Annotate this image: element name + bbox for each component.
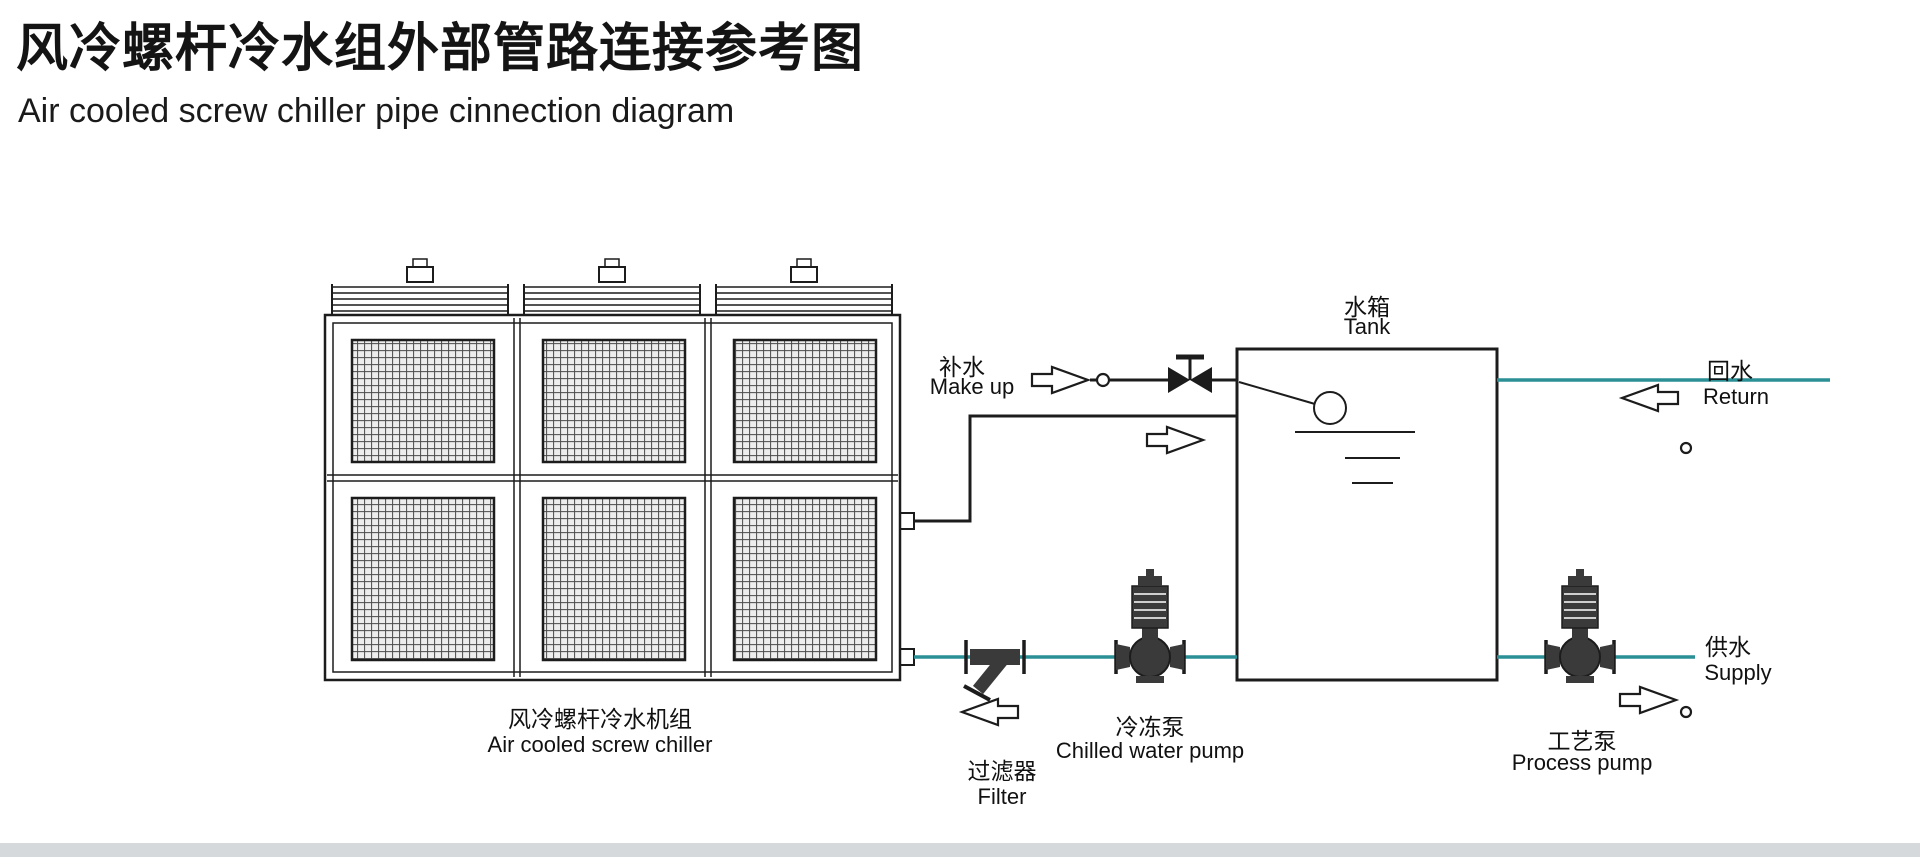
makeup-line	[1090, 354, 1237, 393]
chiller-unit	[323, 258, 915, 682]
fan-unit	[715, 258, 893, 314]
supply-flow-arrow-right-icon	[1618, 685, 1680, 715]
return-label-zh: 回水	[1707, 358, 1753, 384]
makeup-flow-arrow-right-icon	[1030, 365, 1092, 395]
supply-label-en: Supply	[1704, 660, 1772, 685]
float-valve	[1238, 381, 1415, 484]
chilled-pump-label-en: Chilled water pump	[1055, 738, 1245, 763]
return-label-en: Return	[1702, 384, 1770, 409]
return-flow-arrow-left-icon	[1618, 383, 1680, 413]
page-title-zh: 风冷螺杆冷水组外部管路连接参考图	[16, 20, 865, 78]
chilled-pump-label-zh: 冷冻泵	[1115, 714, 1185, 740]
fan-unit	[523, 258, 701, 314]
ball-valve	[1168, 354, 1212, 393]
process-pump-label-en: Process pump	[1511, 750, 1653, 775]
filter-label-zh: 过滤器	[967, 758, 1037, 784]
supply-label-zh: 供水	[1705, 634, 1751, 660]
tank-label-zh: 水箱	[1344, 294, 1390, 320]
footer-bar	[0, 843, 1920, 857]
filter-label-en: Filter	[977, 784, 1027, 809]
water-tank	[1235, 347, 1499, 682]
chiller-label-en: Air cooled screw chiller	[487, 732, 713, 757]
mesh-panel	[541, 496, 687, 662]
makeup-joint	[1095, 372, 1111, 388]
makeup-label-zh: 补水	[939, 354, 985, 380]
supply-port-circle	[1679, 705, 1693, 719]
mesh-panel	[350, 496, 496, 662]
process-pump-label-zh: 工艺泵	[1547, 728, 1617, 754]
mesh-panel	[350, 338, 496, 464]
chiller-label-zh: 风冷螺杆冷水机组	[508, 706, 692, 732]
makeup-label-en: Make up	[929, 374, 1015, 399]
return-port-circle	[1679, 441, 1693, 455]
page-title-en: Air cooled screw chiller pipe cinnection…	[18, 92, 735, 130]
process-pump	[1544, 569, 1616, 683]
filter-flow-arrow-left-icon	[958, 697, 1020, 727]
mesh-panel	[732, 338, 878, 464]
chiller-inlet-stub	[899, 648, 915, 666]
mesh-panel	[541, 338, 687, 464]
mesh-panel	[732, 496, 878, 662]
tank-label-en: Tank	[1343, 314, 1391, 339]
chilled-water-pump	[1114, 569, 1186, 683]
chiller-to-tank-pipe	[914, 414, 1237, 523]
y-strainer-filter	[963, 640, 1026, 702]
chiller-outlet-flow-arrow-right-icon	[1145, 425, 1207, 455]
chiller-outlet-stub	[899, 512, 915, 530]
fan-unit	[331, 258, 509, 314]
